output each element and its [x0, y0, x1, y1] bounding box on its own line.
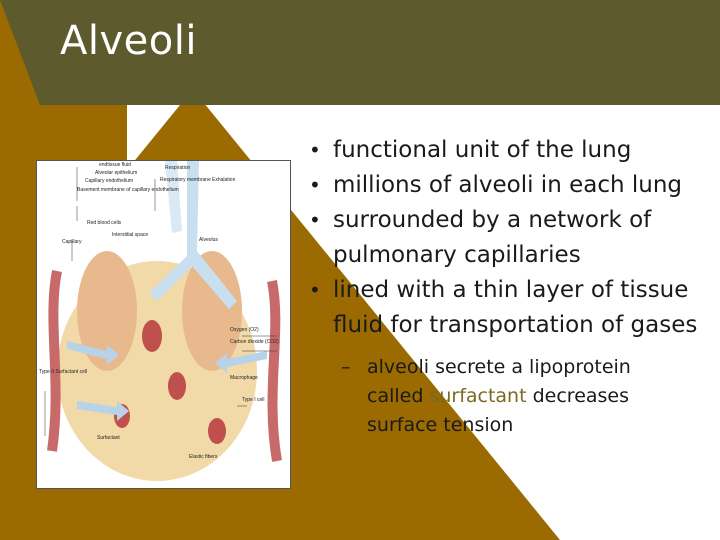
red-blood-cell — [142, 320, 162, 352]
label-carbon-dioxide: Carbon dioxide (CO2) — [230, 339, 279, 345]
bullet-item: • functional unit of the lung — [305, 133, 715, 168]
alveoli-diagram: endtissue fluid Alveolar epithelium Capi… — [36, 160, 291, 489]
label-elastic-fibers: Elastic fibers — [189, 454, 218, 460]
bullet-dot: • — [309, 278, 321, 302]
bullet-text: functional unit of the lung — [333, 137, 632, 163]
surfactant-highlight: surfactant — [429, 385, 527, 407]
label-alveolar-epithelium: Alveolar epithelium — [95, 170, 137, 176]
bullet-text: millions of alveoli in each lung — [333, 172, 682, 198]
sub-bullet-text-before: alveoli secrete a lipoprotein called — [367, 356, 631, 407]
sub-bullet-dash: – — [341, 356, 351, 378]
label-red-blood-cells: Red blood cells — [87, 220, 122, 226]
label-exhalation: Exhalation — [212, 177, 236, 183]
capillary — [47, 270, 62, 452]
label-interstitial-space: Interstitial space — [112, 232, 148, 238]
bullet-item: • surrounded by a network of pulmonary c… — [305, 203, 715, 273]
sub-bullet-text-after: decreases surface tension — [367, 385, 630, 436]
olive-banner — [0, 0, 720, 105]
bronchiole — [149, 161, 237, 309]
bullet-text: lined with a thin layer of tissue fluid … — [333, 277, 698, 338]
bullet-dot: • — [309, 208, 321, 232]
bullet-item: • millions of alveoli in each lung — [305, 168, 715, 203]
label-basement-membrane: Basement membrane of capillary endotheli… — [77, 187, 179, 193]
label-surfactant: Surfactant — [97, 435, 120, 441]
alveoli-illustration: endtissue fluid Alveolar epithelium Capi… — [37, 161, 290, 488]
banner-notch — [127, 105, 180, 170]
bullet-text: surrounded by a network of pulmonary cap… — [333, 207, 652, 268]
sub-bullet: – alveoli secrete a lipoprotein called s… — [305, 353, 657, 440]
label-type1: Type I cell — [242, 397, 265, 403]
bullet-item: • lined with a thin layer of tissue flui… — [305, 273, 715, 343]
label-tissue-fluid: endtissue fluid — [99, 162, 131, 168]
label-capillary: Capillary — [62, 239, 82, 245]
bullet-dot: • — [309, 173, 321, 197]
label-respiration: Respiration — [165, 165, 191, 171]
label-capillary-endothelium: Capillary endothelium — [85, 178, 133, 184]
label-respiratory-membrane: Respiratory membrane — [160, 177, 211, 183]
bullet-dot: • — [309, 138, 321, 162]
label-macrophage: Macrophage — [230, 375, 258, 381]
gas-arrow — [67, 341, 119, 365]
bullet-list: • functional unit of the lung • millions… — [305, 133, 715, 440]
label-type2: Type II Surfactant cell — [39, 369, 87, 375]
label-alveolus: Alveolus — [199, 237, 218, 243]
slide-title: Alveoli — [60, 18, 197, 64]
label-oxygen: Oxygen (O2) — [230, 327, 259, 333]
